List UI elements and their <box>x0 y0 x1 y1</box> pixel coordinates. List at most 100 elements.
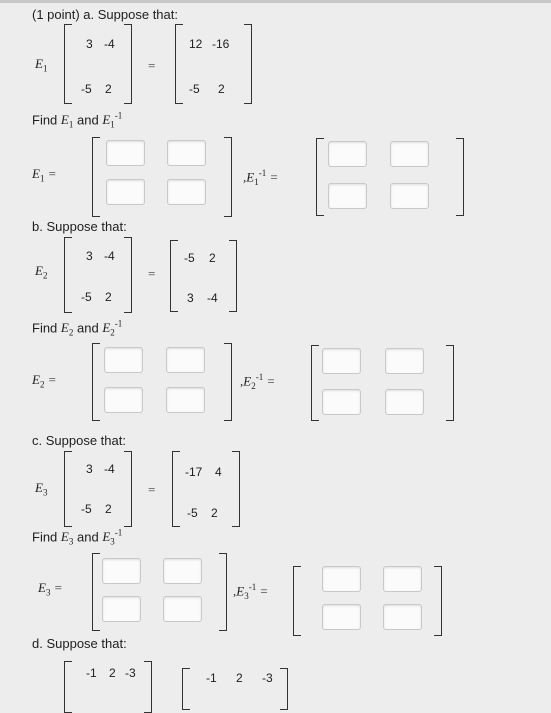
answer-input-e3-r1c1[interactable] <box>102 558 141 584</box>
lhs-left-bracket <box>64 237 72 313</box>
matrix-entry: -5 <box>184 251 195 265</box>
answer-label-e1-inverse: ,E1-1 = <box>243 168 279 187</box>
rhs-right-bracket <box>280 668 288 710</box>
find-instruction: Find E1 and E1-1 <box>32 111 123 130</box>
answer-input-e2-r2c1[interactable] <box>104 387 143 413</box>
inverse-left-bracket <box>311 345 319 421</box>
matrix-entry: -1 <box>86 666 97 680</box>
inverse-input-e2-r2c1[interactable] <box>322 389 361 415</box>
matrix-entry: 2 <box>218 82 225 96</box>
answer-label-e1: E1 = <box>32 166 57 184</box>
part-c-label: c. Suppose that: <box>32 433 126 448</box>
matrix-entry: -4 <box>207 291 218 305</box>
top-edge <box>0 0 551 3</box>
answer-input-e1-r2c1[interactable] <box>106 179 145 205</box>
matrix-entry: -5 <box>81 290 92 304</box>
matrix-entry: 2 <box>236 671 243 685</box>
matrix-entry: 3 <box>86 37 93 51</box>
inverse-input-e3-r1c2[interactable] <box>383 566 422 592</box>
lhs-left-bracket <box>64 661 72 713</box>
inverse-input-e1-r2c2[interactable] <box>390 183 429 209</box>
matrix-entry: 2 <box>211 506 218 520</box>
inverse-left-bracket <box>316 138 324 216</box>
matrix-entry: -3 <box>262 671 273 685</box>
rhs-left-bracket <box>172 451 180 527</box>
matrix-entry: 4 <box>215 465 222 479</box>
answer-label-e3: E3 = <box>38 580 63 598</box>
answer-right-bracket <box>219 553 227 631</box>
rhs-right-bracket <box>229 240 237 312</box>
inverse-input-e1-r1c1[interactable] <box>328 141 367 167</box>
matrix-entry: -5 <box>81 82 92 96</box>
answer-label-e3-inverse: ,E3-1 = <box>233 582 269 601</box>
matrix-entry: -1 <box>206 671 217 685</box>
inverse-right-bracket <box>446 345 454 421</box>
matrix-entry: 2 <box>109 666 116 680</box>
matrix-label-e2: E2 <box>35 263 48 281</box>
part-d-label: d. Suppose that: <box>32 636 127 651</box>
inverse-input-e2-r1c1[interactable] <box>322 348 361 374</box>
problem-header: (1 point) a. Suppose that: <box>32 7 178 22</box>
lhs-right-bracket <box>124 237 132 313</box>
rhs-right-bracket <box>232 451 240 527</box>
matrix-entry: -5 <box>187 506 198 520</box>
rhs-left-bracket <box>175 24 183 104</box>
matrix-entry: -5 <box>81 502 92 516</box>
answer-left-bracket <box>92 343 100 421</box>
matrix-label-e3: E3 <box>35 480 48 498</box>
matrix-entry: 3 <box>187 291 194 305</box>
inverse-input-e3-r2c2[interactable] <box>383 604 422 630</box>
answer-right-bracket <box>224 137 232 217</box>
matrix-entry: -3 <box>125 666 136 680</box>
matrix-entry: -5 <box>189 82 200 96</box>
answer-input-e1-r2c2[interactable] <box>167 179 206 205</box>
answer-input-e3-r1c2[interactable] <box>163 558 202 584</box>
part-b-label: b. Suppose that: <box>32 219 127 234</box>
lhs-right-bracket <box>124 451 132 527</box>
answer-input-e1-r1c2[interactable] <box>167 140 206 166</box>
inverse-left-bracket <box>293 566 301 636</box>
matrix-entry: 2 <box>105 290 112 304</box>
answer-input-e2-r1c1[interactable] <box>104 347 143 373</box>
matrix-entry: 3 <box>86 249 93 263</box>
inverse-input-e2-r2c2[interactable] <box>385 389 424 415</box>
matrix-entry: -4 <box>104 249 115 263</box>
find-instruction: Find E3 and E3-1 <box>32 528 123 547</box>
rhs-right-bracket <box>244 24 252 104</box>
matrix-entry: -16 <box>212 37 230 51</box>
inverse-input-e1-r2c1[interactable] <box>328 183 367 209</box>
answer-label-e2-inverse: ,E2-1 = <box>240 372 276 391</box>
answer-input-e2-r2c2[interactable] <box>166 387 205 413</box>
answer-input-e1-r1c1[interactable] <box>106 140 145 166</box>
find-instruction: Find E2 and E2-1 <box>32 319 123 338</box>
matrix-label-e1: E1 <box>35 56 48 74</box>
matrix-entry: 2 <box>105 82 112 96</box>
inverse-input-e3-r1c1[interactable] <box>322 566 361 592</box>
matrix-entry: 12 <box>189 37 203 51</box>
inverse-right-bracket <box>456 138 464 216</box>
answer-right-bracket <box>224 343 232 421</box>
equals-sign: = <box>148 58 156 73</box>
inverse-input-e3-r2c1[interactable] <box>322 604 361 630</box>
rhs-left-bracket <box>182 668 190 710</box>
rhs-left-bracket <box>170 240 178 312</box>
lhs-right-bracket <box>124 24 132 104</box>
matrix-entry: 2 <box>209 251 216 265</box>
matrix-entry: -17 <box>185 465 203 479</box>
matrix-entry: -4 <box>104 37 115 51</box>
matrix-entry: -4 <box>104 462 115 476</box>
inverse-input-e2-r1c2[interactable] <box>385 348 424 374</box>
answer-input-e2-r1c2[interactable] <box>166 347 205 373</box>
lhs-right-bracket <box>144 661 152 713</box>
inverse-right-bracket <box>434 566 442 636</box>
equals-sign: = <box>148 482 156 497</box>
answer-input-e3-r2c2[interactable] <box>163 596 202 622</box>
inverse-input-e1-r1c2[interactable] <box>390 141 429 167</box>
answer-label-e2: E2 = <box>32 372 57 390</box>
answer-input-e3-r2c1[interactable] <box>102 596 141 622</box>
lhs-left-bracket <box>64 24 72 104</box>
matrix-entry: 3 <box>86 462 93 476</box>
answer-left-bracket <box>92 137 100 217</box>
lhs-left-bracket <box>64 451 72 527</box>
matrix-entry: 2 <box>105 502 112 516</box>
